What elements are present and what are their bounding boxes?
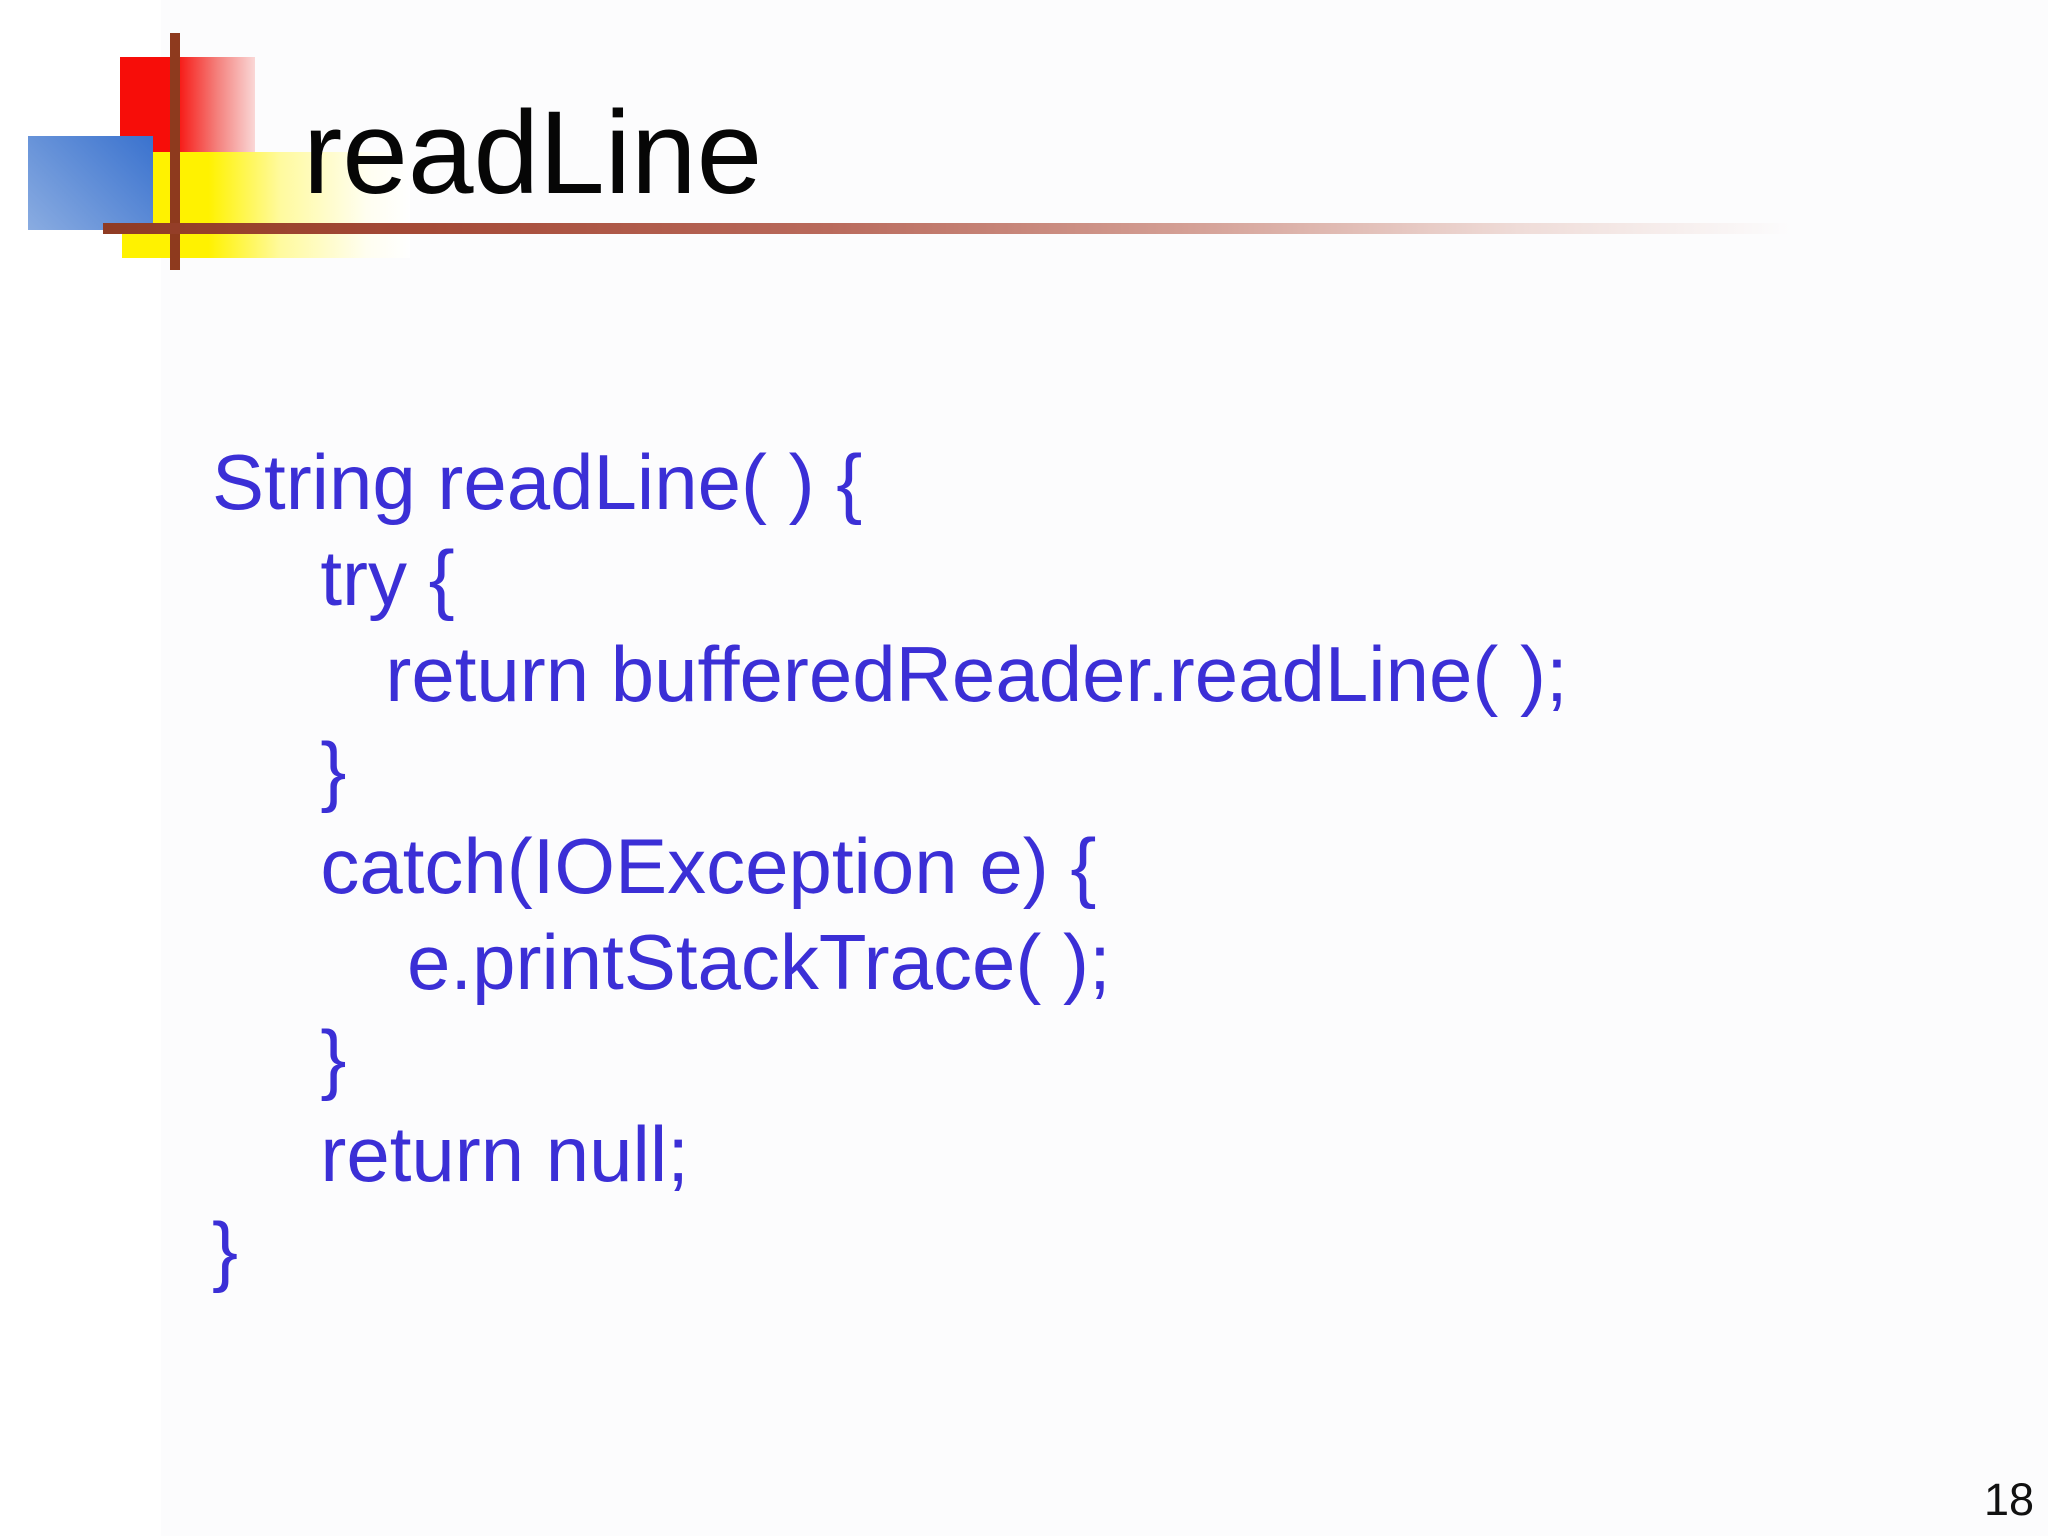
code-line: return bufferedReader.readLine( ); bbox=[212, 630, 1568, 718]
code-block: String readLine( ) { try { return buffer… bbox=[212, 434, 1568, 1298]
page-number: 18 bbox=[1984, 1474, 2035, 1525]
code-line: e.printStackTrace( ); bbox=[212, 918, 1111, 1006]
code-line: } bbox=[212, 1014, 347, 1102]
content-area-tint bbox=[161, 0, 2048, 1536]
code-line: } bbox=[212, 726, 347, 814]
code-line: try { bbox=[212, 534, 455, 622]
vertical-accent-line bbox=[170, 33, 180, 270]
code-line: catch(IOException e) { bbox=[212, 822, 1097, 910]
blue-square-decoration bbox=[28, 136, 153, 230]
code-line: String readLine( ) { bbox=[212, 438, 863, 526]
code-line: return null; bbox=[212, 1110, 689, 1198]
page-title: readLine bbox=[303, 87, 763, 219]
code-line: } bbox=[212, 1206, 239, 1294]
title-underline-rule bbox=[103, 223, 1918, 234]
